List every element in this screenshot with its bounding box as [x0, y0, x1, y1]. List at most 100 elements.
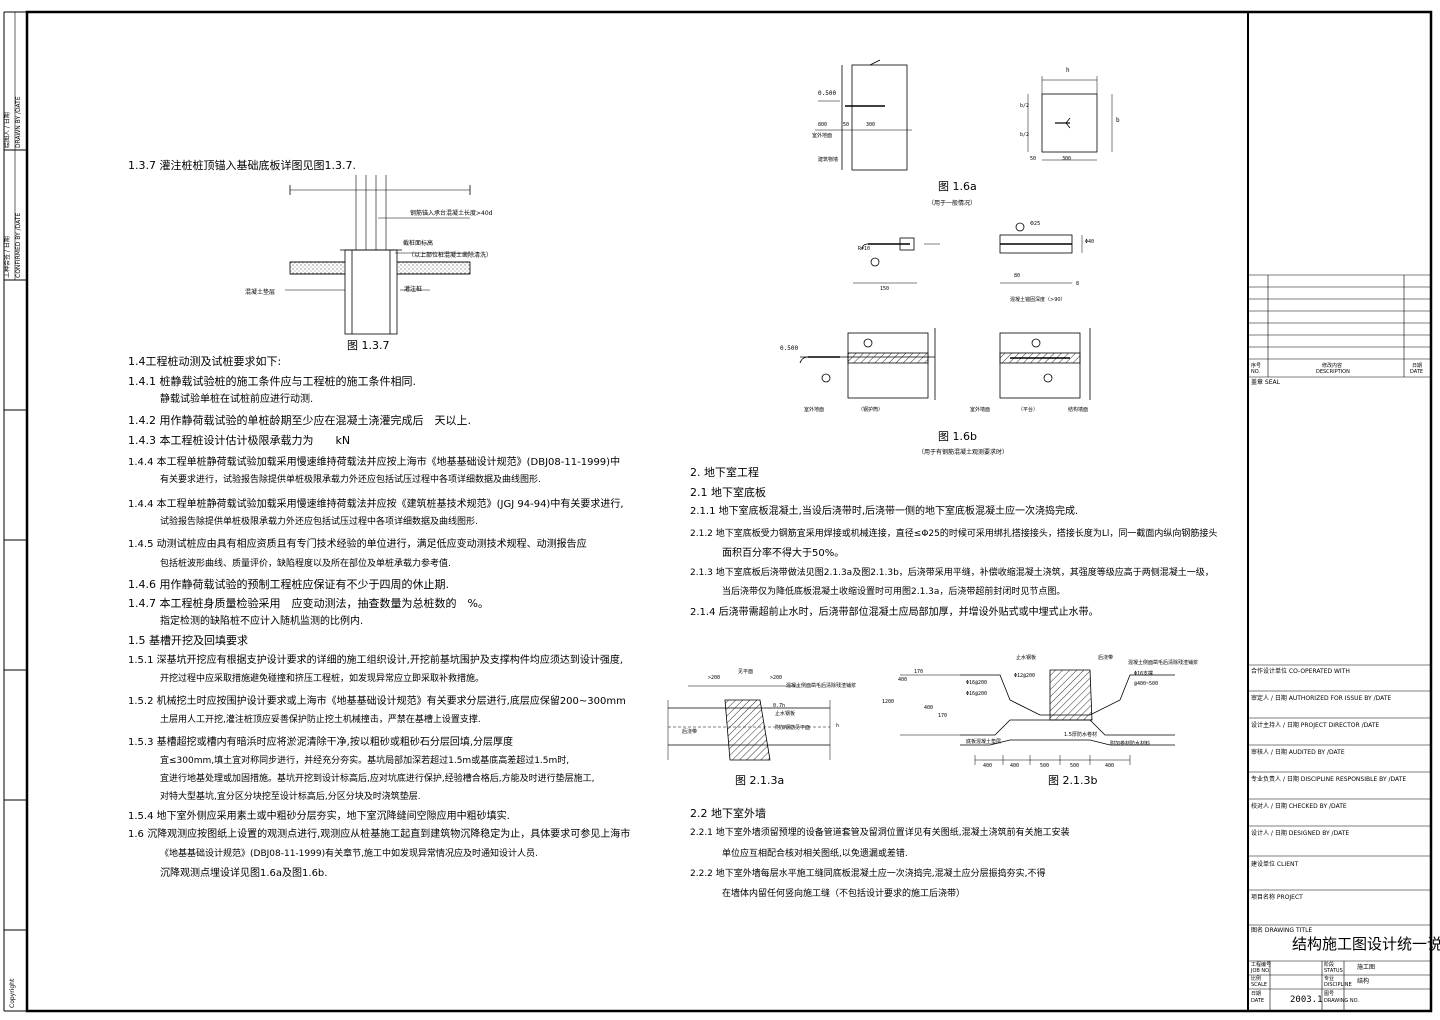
fig16a-dim-50b: 50: [1030, 156, 1037, 162]
s22-line: 在墙体内留任何竖向施工缝（不包括设计要求的施工后浇带）: [722, 889, 966, 899]
fig213b-dim-bottom: 500: [1070, 763, 1080, 769]
discipline-value: 结构: [1357, 978, 1370, 985]
s22-line: 单位应互相配合核对相关图纸,以免遗漏或差错.: [722, 849, 908, 859]
confirmed-by-label: 工种会签 / 日期: [4, 236, 11, 278]
tb-row: 校对人 / 日期 CHECKED BY /DATE: [1251, 803, 1347, 810]
s1-line: 《地基基础设计规范》(DBJ08-11-1999)有关章节,施工中如发现异常情况…: [160, 849, 538, 859]
fig16a-dim-b: b: [1116, 117, 1120, 124]
date-en: DATE: [1251, 998, 1265, 1004]
tb-row: 专业负责人 / 日期 DISCIPLINE RESPONSIBLE BY /DA…: [1251, 776, 1407, 783]
s1-line: 有关要求进行，试验报告除提供单桩极限承载力外还应包括试压过程中各项详细数据及曲线…: [160, 475, 541, 485]
s1-line: 1.4.5 动测试桩应由具有相应资质且有专门技术经验的单位进行，满足低应变动测技…: [128, 539, 587, 550]
dwg-no: 图号: [1324, 991, 1335, 997]
fig213b-caption: 图 2.1.3b: [1048, 774, 1098, 787]
fig16a-caption: 图 1.6a: [938, 180, 977, 193]
revision-grid: [1248, 274, 1431, 378]
s22-line: 2.2.2 地下室外墙每层水平施工缝同底板混凝土应一次浇捣完,混凝土应分层振捣夯…: [690, 869, 1046, 879]
fig16b-right-label: （平台）: [1018, 407, 1039, 413]
s1-line: 1.5.3 基槽超挖或槽内有暗浜时应将淤泥清除干净,按以粗砂或粗砂石分层回填,分…: [128, 737, 513, 748]
tb-row: 项目名称 PROJECT: [1251, 894, 1303, 901]
fig16b-floor-label: 室外地面: [804, 407, 825, 413]
s1-line: 1.4.4 本工程单桩静荷载试验加载采用慢速维持荷载法并应按上海市《地基基础设计…: [128, 457, 621, 468]
drawn-by-label: 绘图人 / 日期: [4, 112, 11, 148]
rev-date-en: DATE: [1410, 369, 1424, 375]
sheet-frame: [25, 10, 1433, 1013]
rev-no: 序号: [1251, 363, 1262, 369]
tb-row: 审定人 / 日期 AUTHORIZED FOR ISSUE BY /DATE: [1251, 695, 1392, 702]
signature-grid: [1248, 664, 1431, 1011]
fig213b-bar-label: 1.5厚防水卷材: [1064, 732, 1097, 738]
s2-line: 2.1.1 地下室底板混凝土,当设后浇带时,后浇带一侧的地下室底板混凝土应一次浇…: [690, 506, 1079, 517]
fig213b-dim-400b: 400: [924, 705, 934, 711]
s21-title: 2.1 地下室底板: [690, 486, 766, 499]
fig137-cushion-label: 混凝土垫层: [245, 289, 276, 296]
fig213a-waterstop-label: 止水钢板: [775, 711, 796, 717]
fig16b-dim-0500: 0.500: [780, 345, 799, 352]
s22-line: 2.2.1 地下室外墙须留预埋的设备管道套管及留洞位置详见有关图纸,混凝土浇筑前…: [690, 828, 1070, 838]
fig213a-07h-label: 0.7h: [773, 703, 786, 709]
figure-2-1-3b: [900, 669, 1175, 765]
tb-row: 合作设计单位 CO-OPERATED WITH: [1251, 668, 1350, 675]
fig16a-sub: （用于一般情况）: [928, 200, 977, 207]
figure-1-6a: [815, 59, 1113, 171]
tb-row: 建设单位 CLIENT: [1251, 861, 1299, 868]
fig213b-dim-170b: 170: [938, 713, 948, 719]
fig137-cut-label: 截桩面标高: [403, 240, 434, 247]
s1-line: 1.5.4 地下室外侧应采用素土或中粗砂分层夯实，地下室沉降缝间空隙应用中粗砂填…: [128, 811, 510, 822]
discipline: 专业: [1324, 976, 1335, 982]
fig16b-wall2-label: 结构墙面: [1068, 407, 1089, 413]
s1-line: 1.4工程桩动测及试桩要求如下:: [128, 355, 282, 368]
s1-line: 1.4.2 用作静荷载试验的单桩龄期至少应在混凝土浇灌完成后 天以上.: [128, 414, 471, 427]
fig137-anchor-label: 钢筋锚入承台混凝土长度>40d: [410, 210, 493, 217]
fig137-caption: 图 1.3.7: [347, 339, 390, 352]
s1-line: 试验报告除提供单桩极限承载力外还应包括试压过程中各项详细数据及曲线图形.: [160, 517, 478, 527]
fig16b-wall-label: 室外墙面: [970, 407, 991, 413]
fig16-dim-80: 80: [1014, 273, 1021, 279]
s22-title: 2.2 地下室外墙: [690, 807, 766, 820]
fig16a-dim-b2-bottom: b/2: [1020, 132, 1030, 138]
fig213a-top-label: 混凝土侧面凿毛后清除残渣铺浆: [786, 683, 857, 689]
fig213b-waterproof-label: 底板混凝土垫层: [966, 739, 1002, 745]
fig16-r10: R=10: [858, 246, 871, 252]
fig16a-dim-300: 300: [866, 122, 876, 128]
seal-label: 盖章 SEAL: [1251, 379, 1280, 386]
tb-row: 设计主持人 / 日期 PROJECT DIRECTOR /DATE: [1251, 722, 1380, 729]
fig16a-dim-800: 800: [818, 122, 828, 128]
s2-line: 当后浇带仅为降低底板混凝土收缩设置时可用图2.1.3a，后浇带超前封闭时见节点图…: [722, 587, 1066, 597]
s1-line: 1.5 基槽开挖及回填要求: [128, 634, 248, 647]
fig16b-sub: （用于有钢筋混凝土观测要求时）: [918, 449, 1009, 456]
fig213b-clean-label: 混凝土侧面凿毛后清除残渣铺浆: [1128, 660, 1199, 666]
fig213a-bottom-label: 附加钢筋见平面: [775, 725, 811, 731]
scale: 比例: [1251, 976, 1262, 982]
fig16a-dim-50: 50: [843, 122, 850, 128]
s2-line: 面积百分率不得大于50%。: [722, 548, 845, 559]
fig213b-dim-bottom: 500: [1040, 763, 1050, 769]
s1-line: 静载试验单桩在试桩前应进行动测.: [160, 394, 314, 405]
fig213b-mesh5: @400~500: [1134, 681, 1159, 687]
s1-line: 1.4.6 用作静荷载试验的预制工程桩应保证有不少于四周的休止期.: [128, 578, 449, 591]
s1-line: 包括桩波形曲线、质量评价，缺陷程度以及所在部位及单桩承载力参考值.: [160, 559, 451, 569]
s1-line: 对特大型基坑,宜分区分块挖至设计标高后,分区分块及时浇筑垫层.: [160, 792, 421, 802]
figure-1-3-7: [285, 175, 471, 335]
fig213b-dim-1200: 1200: [882, 699, 895, 705]
fig213b-dim-400a: 400: [898, 677, 908, 683]
fig16-dim-phi40: Φ40: [1085, 239, 1095, 245]
status-en: STATUS: [1324, 968, 1343, 974]
drawn-by-en-label: DRAWN BY /DATE: [15, 96, 22, 148]
rev-date: 日期: [1412, 363, 1423, 369]
date: 日期: [1251, 991, 1262, 997]
status: 阶段: [1324, 962, 1335, 968]
copyright-label: Copyright: [9, 978, 16, 1008]
drawing-title: 结构施工图设计统一说明: [1292, 935, 1440, 953]
s1-line: 沉降观测点埋设详见图1.6a及图1.6b.: [160, 868, 328, 879]
s1-line: 开挖过程中应采取措施避免碰撞和挤压工程桩，如发现异常应立即采取补救措施。: [160, 674, 485, 684]
fig137-pile-label: 灌注桩: [404, 286, 423, 293]
status-value: 施工图: [1357, 964, 1376, 971]
fig16b-mid-label: （钢护筒）: [858, 407, 884, 413]
scale-en: SCALE: [1251, 982, 1268, 988]
discipline-en: DISCIPLINE: [1324, 982, 1352, 988]
fig213b-dim-bottom: 400: [1010, 763, 1020, 769]
fig213b-stop-label: 止水钢板: [1016, 655, 1037, 661]
fig16a-dim-b2-top: b/2: [1020, 103, 1030, 109]
fig213a-dim-200b: >200: [770, 675, 783, 681]
